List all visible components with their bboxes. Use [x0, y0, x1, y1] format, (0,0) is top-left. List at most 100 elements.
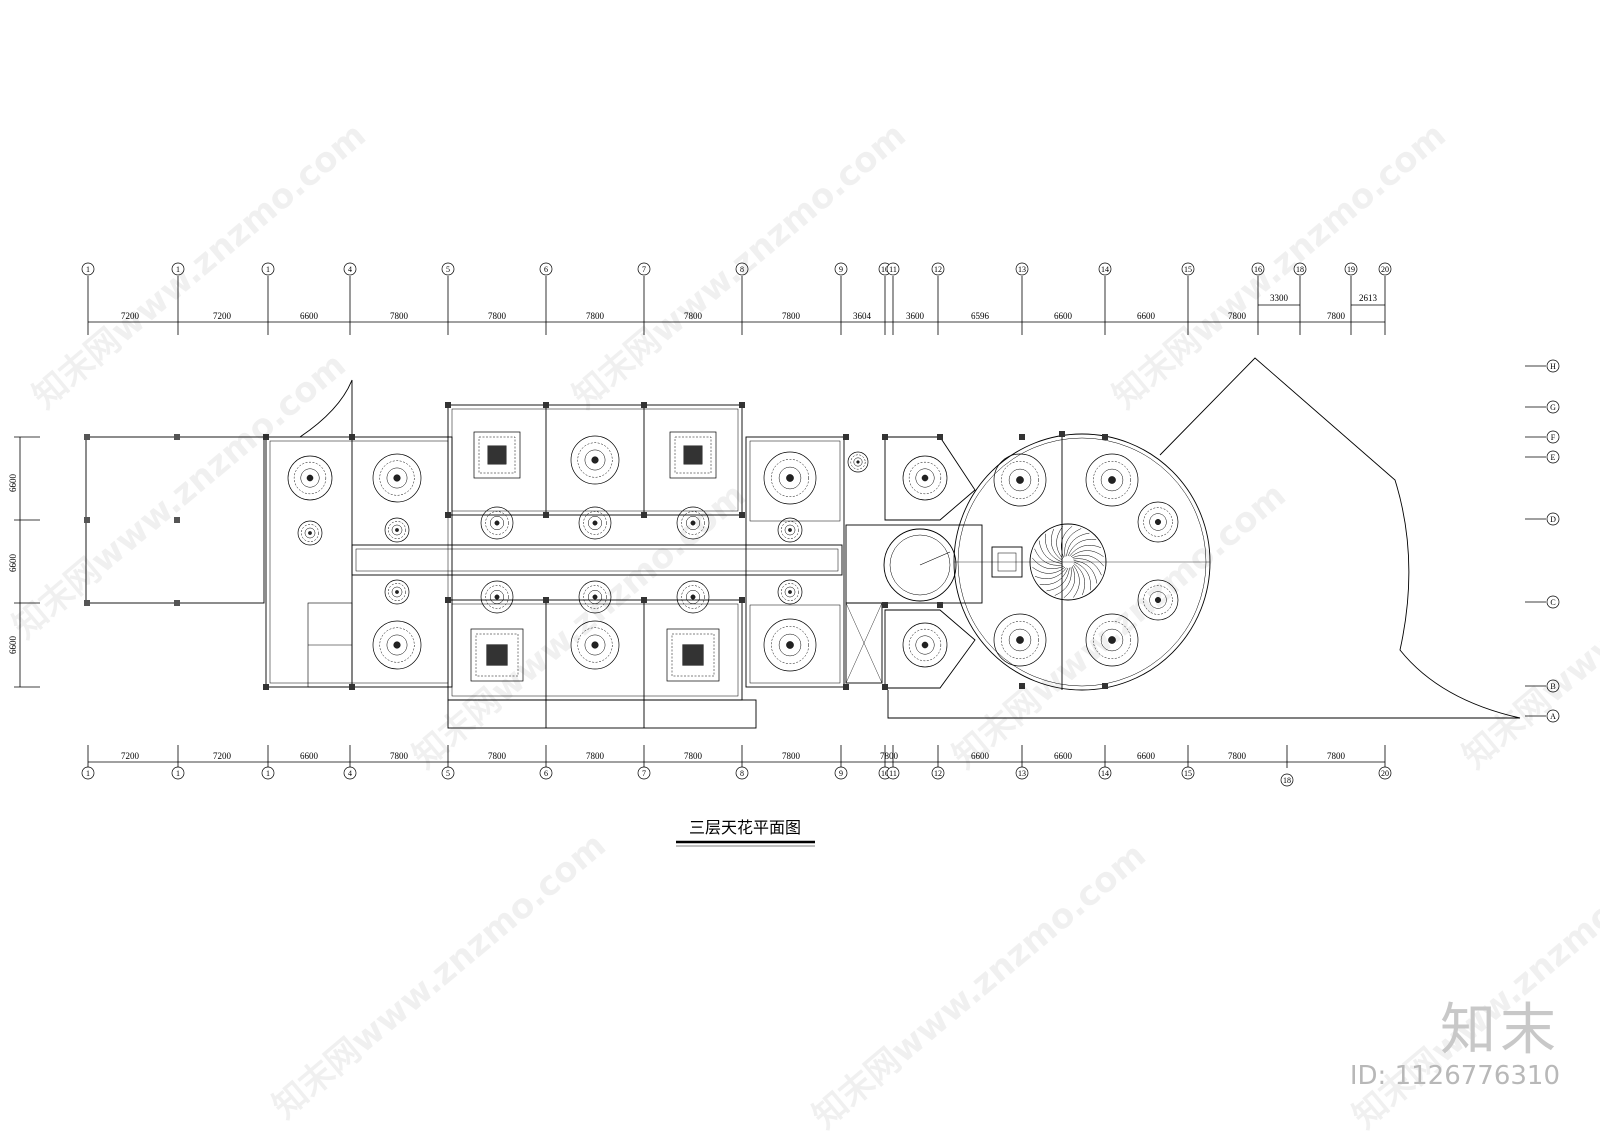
dim-label-top: 3600	[906, 311, 925, 321]
axis-label-bottom: 9	[839, 769, 843, 778]
axis-label-bottom: 8	[740, 769, 744, 778]
axis-label-bottom: 6	[544, 769, 548, 778]
axis-bubble-top	[886, 262, 900, 276]
dim-label-bottom: 7800	[1228, 751, 1247, 761]
landscape-outline	[887, 357, 1521, 719]
axis-bubble-bottom	[343, 766, 357, 780]
axis-bubble-bottom	[81, 766, 95, 780]
axis-label-right: C	[1550, 598, 1555, 607]
ceiling-fixtures	[287, 431, 1179, 682]
axis-label-bottom: 10	[881, 769, 889, 778]
axis-label-bottom: 12	[934, 769, 942, 778]
axis-bubble-top	[1344, 262, 1358, 276]
dim-label-top-extra: 3300	[1270, 293, 1289, 303]
dim-label-bottom: 7800	[684, 751, 703, 761]
axis-label-bottom: 15	[1184, 769, 1192, 778]
axis-label-top: 7	[642, 265, 646, 274]
axis-bubble-right	[1546, 450, 1560, 464]
axis-label-top: 15	[1184, 265, 1192, 274]
dim-label-top: 7800	[488, 311, 507, 321]
axis-bubble-top	[539, 262, 553, 276]
axis-label-top: 20	[1381, 265, 1389, 274]
axis-bubble-right	[1546, 709, 1560, 723]
axis-bubble-bottom	[886, 766, 900, 780]
bottom-dimension-chain	[87, 745, 1386, 768]
axis-bubble-right	[1546, 512, 1560, 526]
left-dimension-labels: 6600 6600 6600	[8, 474, 18, 655]
dim-label-bottom: 7200	[213, 751, 232, 761]
axis-bubble-bottom	[637, 766, 651, 780]
axis-bubble-top	[1293, 262, 1307, 276]
axis-bubble-bottom	[834, 766, 848, 780]
axis-bubble-bottom	[441, 766, 455, 780]
axis-label-top: 6	[544, 265, 548, 274]
axis-label-top: 5	[446, 265, 450, 274]
dim-label-top: 7800	[782, 311, 801, 321]
axis-label-bottom: 1	[266, 769, 270, 778]
axis-bubble-top	[171, 262, 185, 276]
dim-label-bottom: 6600	[971, 751, 990, 761]
dim-label-top: 7200	[213, 311, 232, 321]
axis-bubble-top	[1251, 262, 1265, 276]
axis-bubble-bottom	[1015, 766, 1029, 780]
axis-bubble-bottom	[261, 766, 275, 780]
dim-label-top: 6600	[300, 311, 319, 321]
axis-label-top: 10	[881, 265, 889, 274]
axis-label-top: 16	[1254, 265, 1262, 274]
axis-label-right: H	[1550, 362, 1556, 371]
axis-label-bottom: 5	[446, 769, 450, 778]
axis-label-top: 18	[1296, 265, 1304, 274]
axis-bubble-right	[1546, 430, 1560, 444]
axis-bubble-right	[1546, 595, 1560, 609]
dim-label-bottom: 7800	[880, 751, 899, 761]
axis-label-right: G	[1550, 403, 1556, 412]
axis-bubble-right	[1546, 679, 1560, 693]
axis-bubble-top	[1098, 262, 1112, 276]
dim-label-top-extra: 2613	[1359, 293, 1378, 303]
axis-label-right: A	[1550, 712, 1556, 721]
axis-label-bottom: 1	[86, 769, 90, 778]
brand-id: ID: 1126776310	[1349, 1061, 1560, 1091]
dim-label-bottom: 7200	[121, 751, 140, 761]
corridor	[351, 544, 843, 576]
axis-bubble-top	[637, 262, 651, 276]
left-dim-3: 6600	[8, 636, 18, 655]
dim-label-top: 7800	[1327, 311, 1346, 321]
left-dimension-chain	[14, 436, 40, 688]
axis-bubble-bottom	[1378, 766, 1392, 780]
axis-bubble-bottom	[735, 766, 749, 780]
axis-bubble-top	[735, 262, 749, 276]
axis-label-top: 9	[839, 265, 843, 274]
stair	[845, 602, 883, 684]
axis-bubble-top	[81, 262, 95, 276]
dim-label-top: 3604	[853, 311, 872, 321]
axis-label-right: D	[1550, 515, 1556, 524]
axis-label-top: 1	[266, 265, 270, 274]
axis-label-top: 1	[176, 265, 180, 274]
axis-bubble-bottom	[1280, 773, 1294, 787]
dim-label-bottom: 7800	[390, 751, 409, 761]
dim-label-bottom: 6600	[1137, 751, 1156, 761]
axis-bubble-right	[1546, 400, 1560, 414]
axis-bubble-top	[834, 262, 848, 276]
axis-bubble-top	[261, 262, 275, 276]
axis-bubble-top	[1378, 262, 1392, 276]
axis-label-bottom: 20	[1381, 769, 1389, 778]
drawing-title: 三层天花平面图	[689, 818, 801, 837]
axis-label-top: 14	[1101, 265, 1109, 274]
axis-bubble-top	[343, 262, 357, 276]
dim-label-top: 7200	[121, 311, 140, 321]
axis-label-right: B	[1550, 682, 1555, 691]
axis-bubble-bottom	[1098, 766, 1112, 780]
dim-label-top: 7800	[390, 311, 409, 321]
dim-label-top: 6596	[971, 311, 990, 321]
axis-bubble-bottom	[1181, 766, 1195, 780]
axis-label-bottom: 18	[1283, 776, 1291, 785]
axis-bubble-bottom	[171, 766, 185, 780]
canopy-curve	[299, 379, 353, 438]
